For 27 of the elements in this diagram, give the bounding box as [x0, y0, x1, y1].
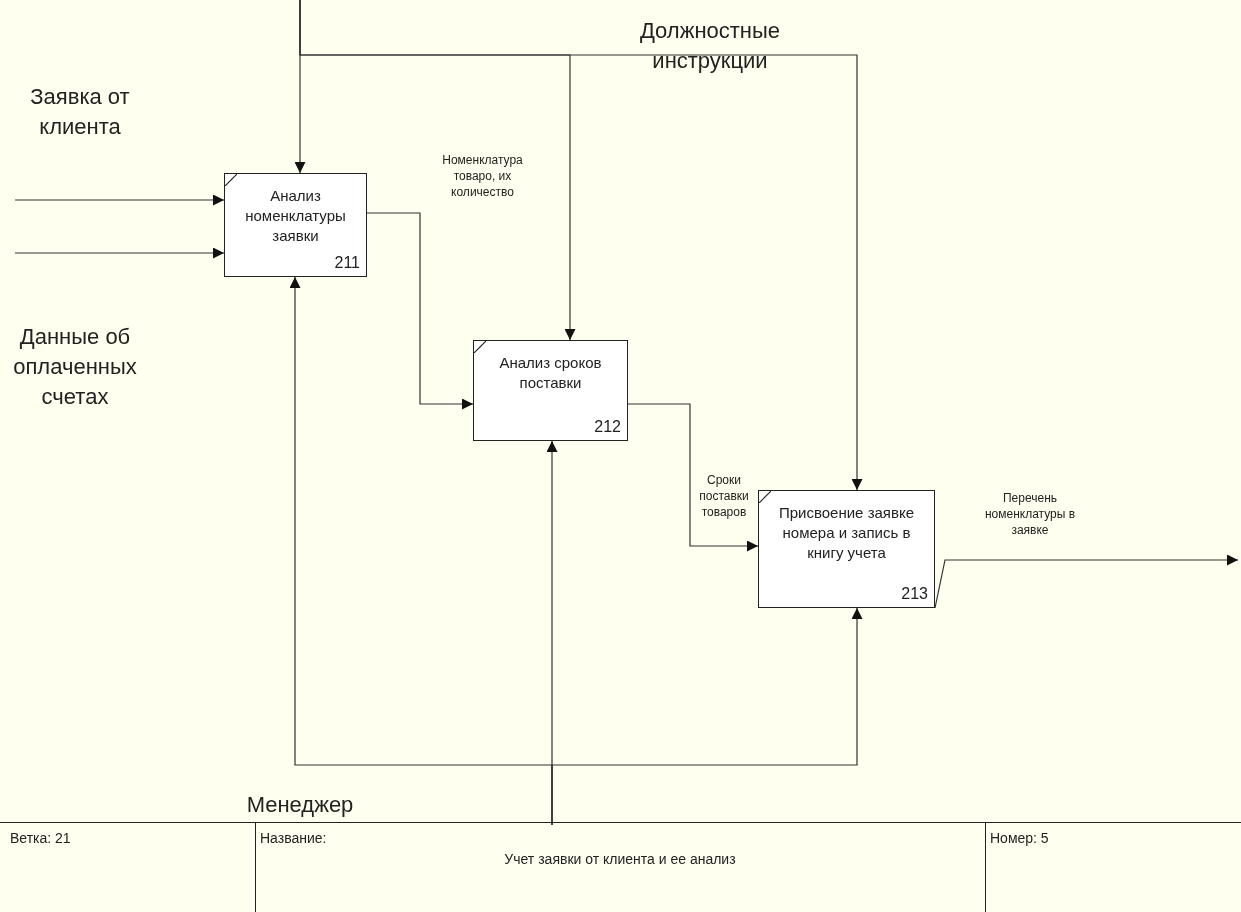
- edge-label: Заявка от клиента: [29, 83, 131, 141]
- activity-name: Анализ номенклатуры заявки: [244, 186, 347, 246]
- arrow: [14, 247, 225, 259]
- arrow: [366, 212, 474, 410]
- arrow: [551, 607, 863, 826]
- footer-text: Ветка: 21: [10, 830, 71, 846]
- edge-label: Менеджер: [245, 791, 355, 819]
- activity-box: [758, 490, 935, 608]
- activity-name: Присвоение заявке номера и запись в книгу учета: [777, 503, 915, 563]
- footer-text: Учет заявки от клиента и ее анализ: [503, 851, 737, 867]
- edge-label: Перечень номенклатуры в заявке: [983, 490, 1077, 538]
- footer-text: Номер: 5: [990, 830, 1049, 846]
- arrow: [934, 554, 1239, 609]
- activity-number: 212: [594, 418, 621, 436]
- edge-label: Номенклатура товаро, их количество: [441, 152, 524, 200]
- activity-box: [473, 340, 628, 441]
- activity-box: [224, 173, 367, 277]
- arrow: [627, 403, 759, 552]
- activity-number: 211: [334, 254, 360, 272]
- footer-text: Название:: [260, 830, 327, 846]
- activity-number: 213: [901, 585, 928, 603]
- activity-name: Анализ сроков поставки: [498, 353, 603, 393]
- edge-label: Сроки поставки товаров: [698, 472, 750, 520]
- edge-label: Данные об оплаченных счетах: [12, 323, 138, 411]
- arrow: [299, 0, 863, 491]
- arrow: [14, 194, 225, 206]
- edge-label: Должностные инструкции: [638, 17, 782, 75]
